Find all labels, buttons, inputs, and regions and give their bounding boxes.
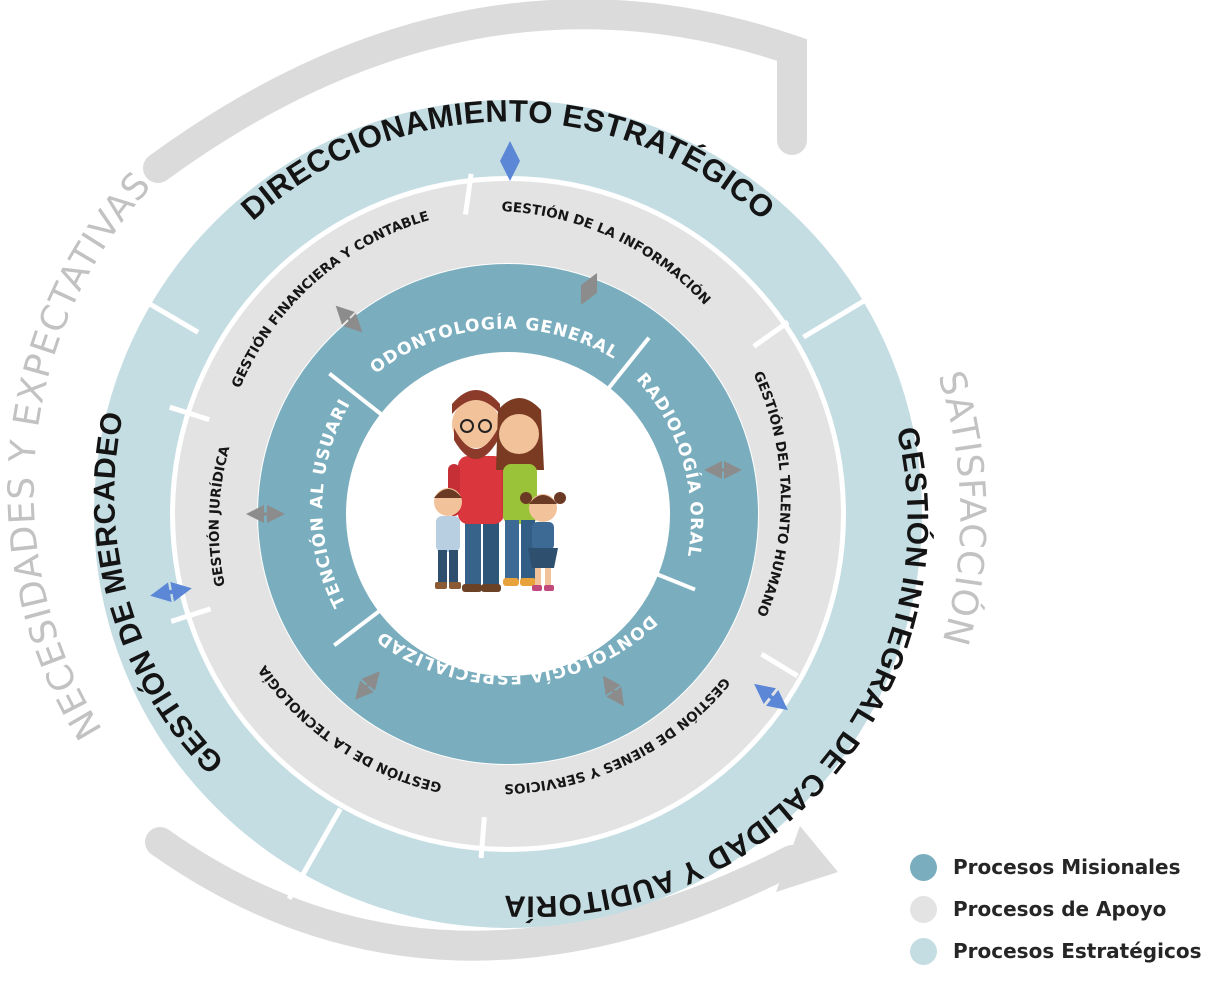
strategic-ring-band xyxy=(94,100,922,928)
support-divider xyxy=(168,404,210,422)
core-ring-band xyxy=(258,264,758,764)
legend-label: Procesos Estratégicos xyxy=(953,939,1202,963)
support-divider xyxy=(752,319,790,349)
legend-item-misionales: Procesos Misionales xyxy=(910,846,1201,888)
support-divider xyxy=(462,173,474,215)
mother-figure xyxy=(496,398,544,586)
double-arrow-blue xyxy=(150,581,192,603)
legend-label: Procesos de Apoyo xyxy=(953,897,1167,921)
legend: Procesos Misionales Procesos de Apoyo Pr… xyxy=(910,846,1201,972)
strategic-divider xyxy=(286,807,343,901)
cycle-flow-arrows xyxy=(143,0,838,961)
legend-item-estrategicos: Procesos Estratégicos xyxy=(910,930,1201,972)
double-arrow-gray xyxy=(602,675,625,707)
support-divider xyxy=(478,816,487,859)
double-arrow-gray xyxy=(580,272,598,306)
girl-figure xyxy=(520,492,566,591)
strategic-divider xyxy=(110,279,200,335)
strategic-divider xyxy=(802,282,892,340)
double-arrow-gray xyxy=(355,671,380,700)
legend-label: Procesos Misionales xyxy=(953,855,1181,879)
support-divider xyxy=(760,651,799,679)
family-illustration xyxy=(434,390,566,592)
double-arrow-gray xyxy=(335,305,363,333)
flow-arc-top xyxy=(143,0,807,183)
double-arrow-blue xyxy=(754,683,788,711)
core-divider xyxy=(601,336,651,397)
legend-swatch-misionales xyxy=(910,853,937,881)
ring-connectors xyxy=(150,141,788,711)
legend-swatch-estrategicos xyxy=(910,937,937,965)
flow-arrowhead-bottom xyxy=(776,826,838,892)
flow-label-satisfaction: SATISFACCIÓN xyxy=(930,366,992,650)
boy-figure xyxy=(434,488,462,589)
svg-text:SATISFACCIÓN: SATISFACCIÓN xyxy=(930,366,993,650)
strategic-ring xyxy=(94,100,922,928)
flow-arc-bottom xyxy=(145,827,807,961)
legend-item-apoyo: Procesos de Apoyo xyxy=(910,888,1201,930)
support-ring-band xyxy=(175,181,841,847)
support-divider xyxy=(170,606,212,624)
core-divider xyxy=(328,371,390,422)
legend-swatch-apoyo xyxy=(910,895,937,923)
